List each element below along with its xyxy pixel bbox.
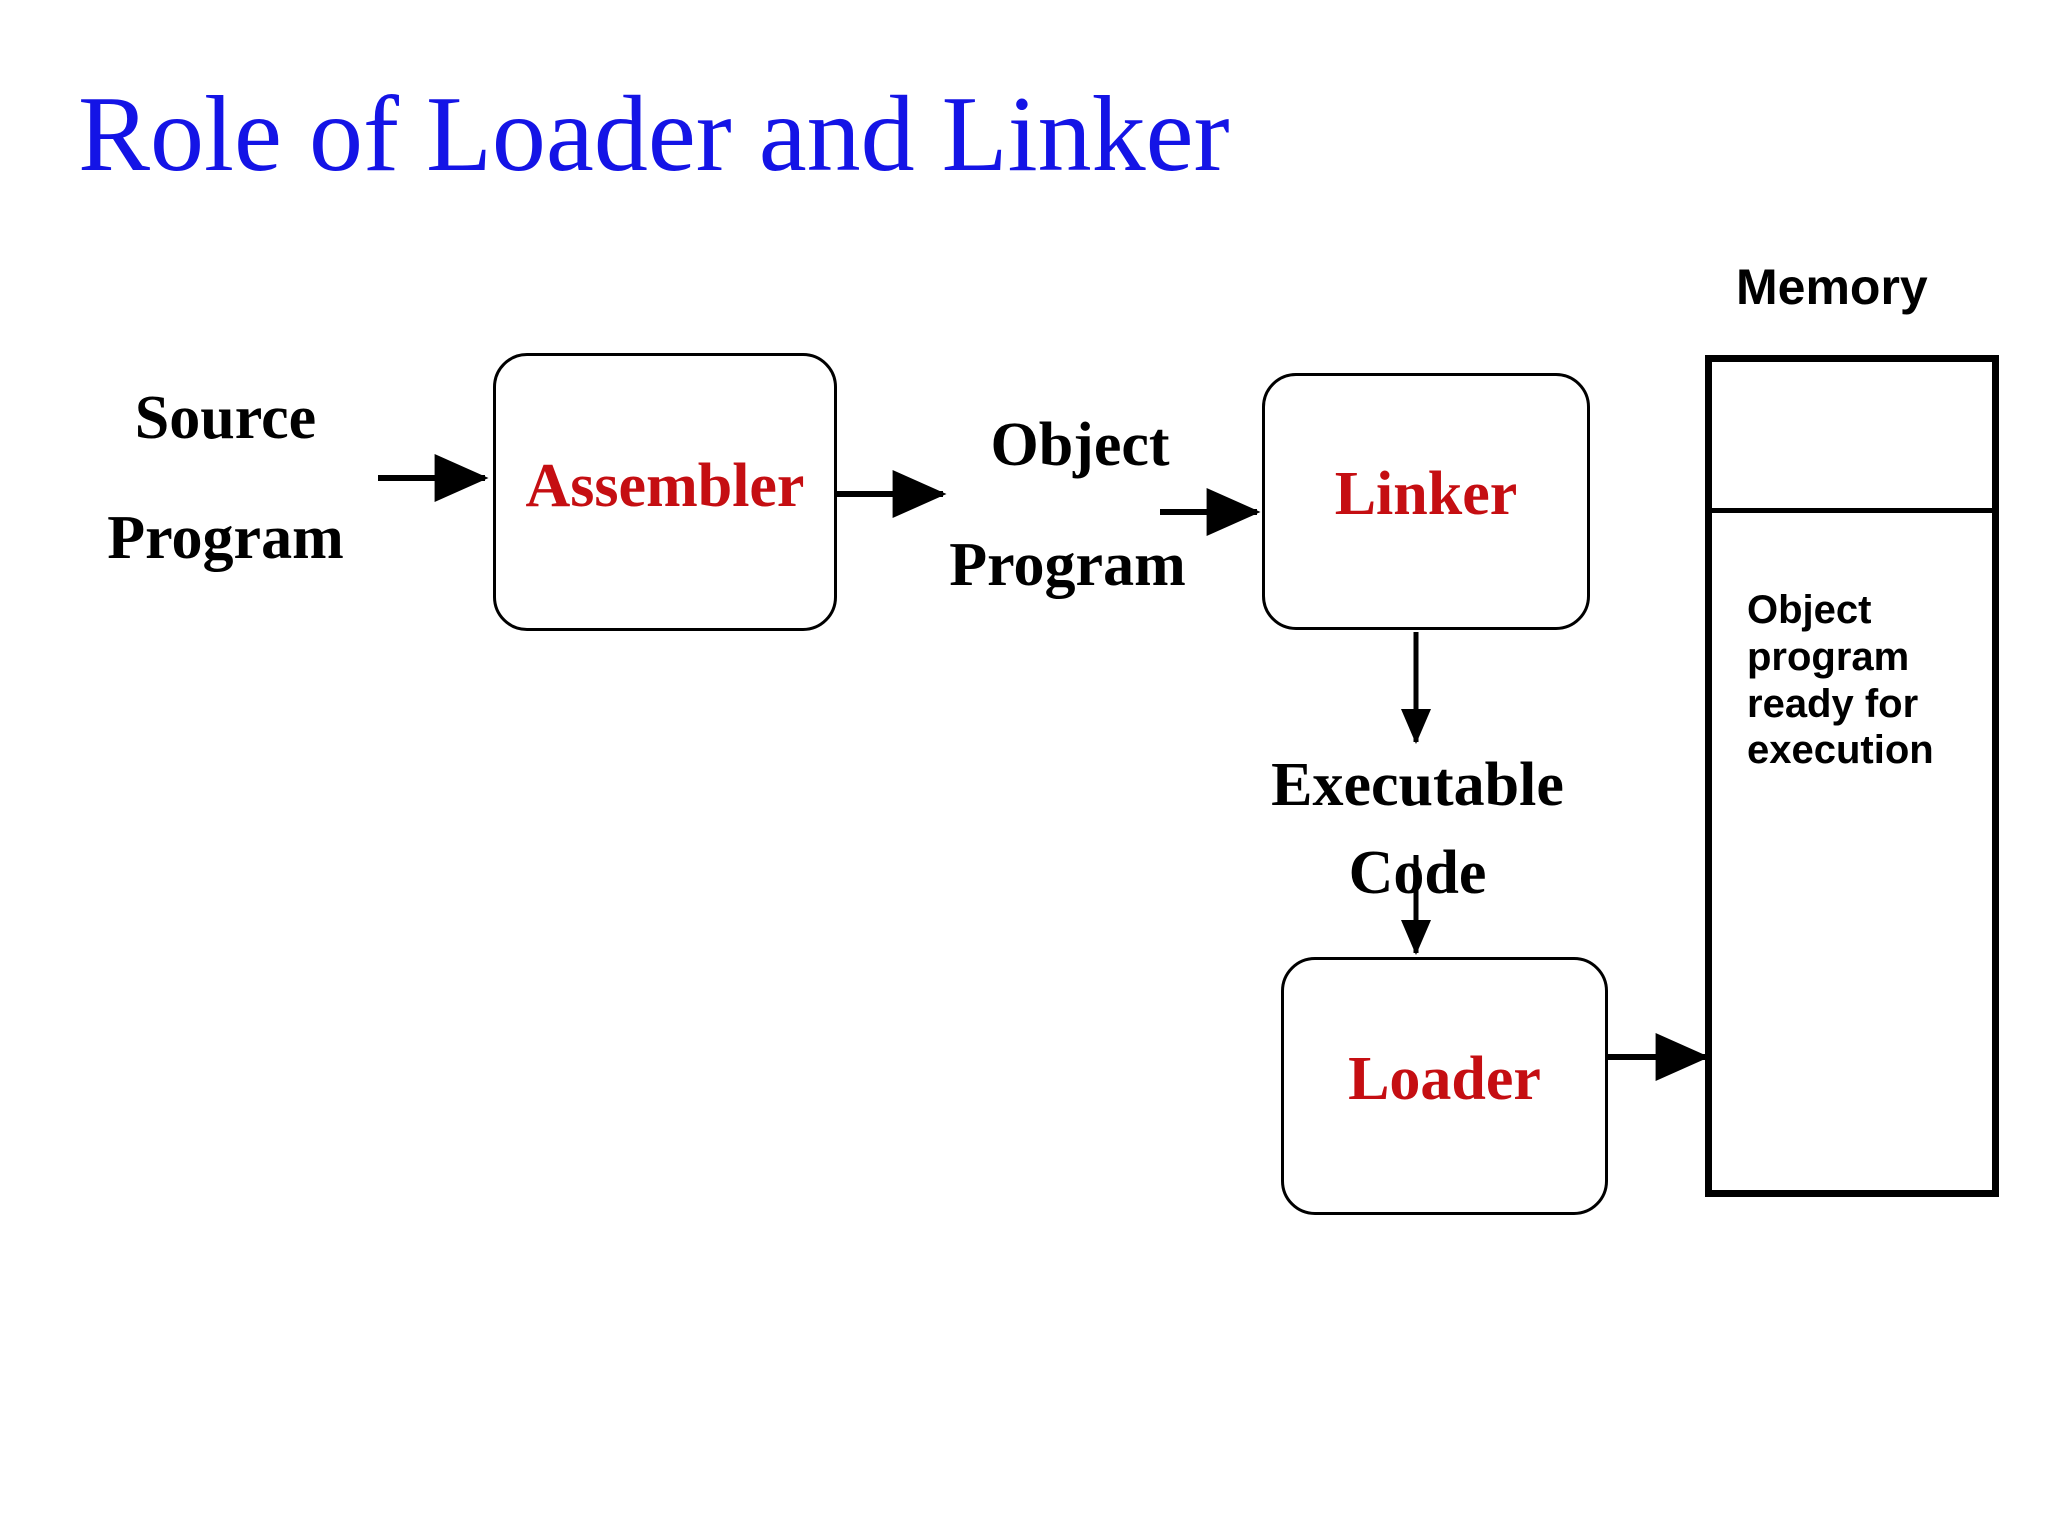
assembler-box[interactable]: Assembler [493,353,837,631]
object-program-label-line2: Program [949,531,1186,599]
linker-box[interactable]: Linker [1262,373,1590,630]
memory-box [1705,355,1999,1197]
object-program-label-line1: Object [990,411,1170,479]
memory-divider [1705,508,1999,513]
executable-code-label-line2: Code [1348,839,1487,907]
memory-note-text: Object program ready for execution [1747,588,1934,773]
loader-box-label: Loader [1348,1045,1541,1113]
assembler-box-label: Assembler [525,452,805,520]
loader-box[interactable]: Loader [1281,957,1608,1215]
memory-label: Memory [1736,259,1928,315]
executable-code-label-line1: Executable [1271,751,1564,819]
source-program-label-line1: Source [134,384,317,452]
linker-box-label: Linker [1334,460,1518,528]
page-title: Role of Loader and Linker [78,75,1230,194]
source-program-label-line2: Program [107,504,344,572]
